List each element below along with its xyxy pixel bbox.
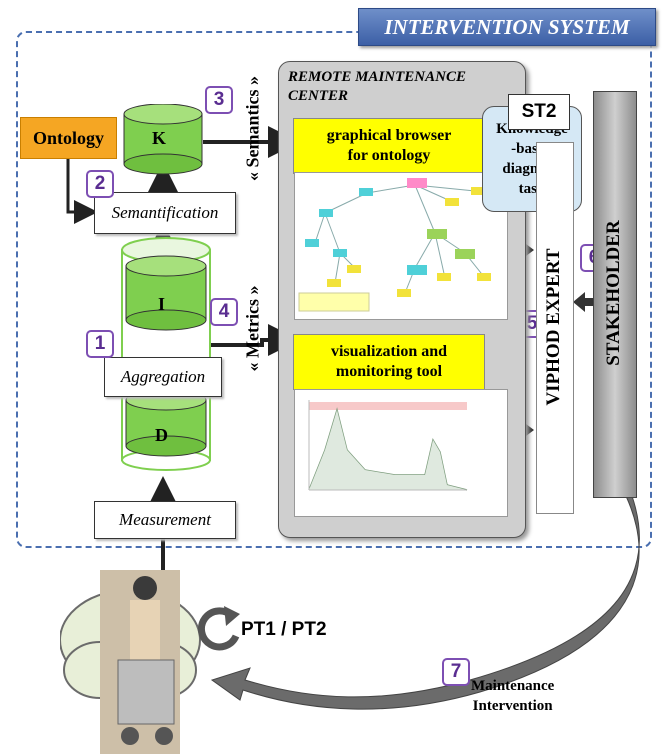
metrics-label: « Metrics »: [242, 285, 263, 372]
badge-4: 4: [210, 298, 238, 326]
maintenance-intervention-arrow: [210, 495, 640, 710]
stakeholder-label: STAKEHOLDER: [603, 220, 624, 366]
browser-line1: graphical browser: [326, 127, 452, 144]
remote-center-title: REMOTE MAINTENANCE CENTER: [288, 68, 466, 106]
semantification-box: Semantification: [94, 192, 236, 234]
browser-line2: for ontology: [347, 147, 431, 164]
information-data-cylinder: [121, 237, 211, 471]
st2-label: ST2: [508, 94, 570, 130]
maintenance-line1: Maintenance: [471, 678, 555, 694]
remote-center-title-line1: REMOTE MAINTENANCE: [288, 69, 466, 85]
monitoring-chart-panel: [294, 389, 508, 517]
badge-3: 3: [205, 86, 233, 114]
arrow-ontology-to-semantification: [66, 157, 98, 224]
intervention-system-title: INTERVENTION SYSTEM: [358, 8, 656, 46]
monitor-line2: monitoring tool: [335, 363, 443, 380]
badge-7: 7: [442, 658, 470, 686]
patient-robot-image: [60, 570, 201, 754]
badge-1: 1: [86, 330, 114, 358]
graphical-browser-header: graphical browser for ontology: [293, 118, 485, 174]
intervention-system-boundary: [16, 31, 652, 548]
badge-2: 2: [86, 170, 114, 198]
monitor-line1: visualization and: [330, 343, 448, 360]
cycle-arrow-icon: [197, 606, 240, 651]
knowledge-store-cylinder: [123, 104, 203, 175]
viphod-expert-label: VIPHOD EXPERT: [543, 248, 564, 406]
arrow-i-to-monitor: [203, 324, 300, 356]
ontology-graph-panel: [294, 172, 508, 320]
maintenance-line2: Intervention: [472, 698, 553, 714]
patient-label: PT1 / PT2: [241, 619, 327, 640]
remote-center-title-line2: CENTER: [288, 88, 349, 104]
semantics-label: « Semantics »: [242, 76, 263, 181]
ontology-box: Ontology: [20, 117, 117, 159]
visualization-header: visualization and monitoring tool: [293, 334, 485, 390]
stakeholder-panel: [593, 91, 637, 498]
viphod-expert-panel: [536, 142, 574, 514]
measurement-box: Measurement: [94, 501, 236, 539]
data-store-label: D: [155, 425, 168, 445]
information-store-label: I: [158, 294, 166, 314]
maintenance-intervention-label: Maintenance Intervention: [471, 676, 554, 716]
aggregation-box: Aggregation: [104, 357, 222, 397]
knowledge-store-label: K: [152, 128, 167, 148]
